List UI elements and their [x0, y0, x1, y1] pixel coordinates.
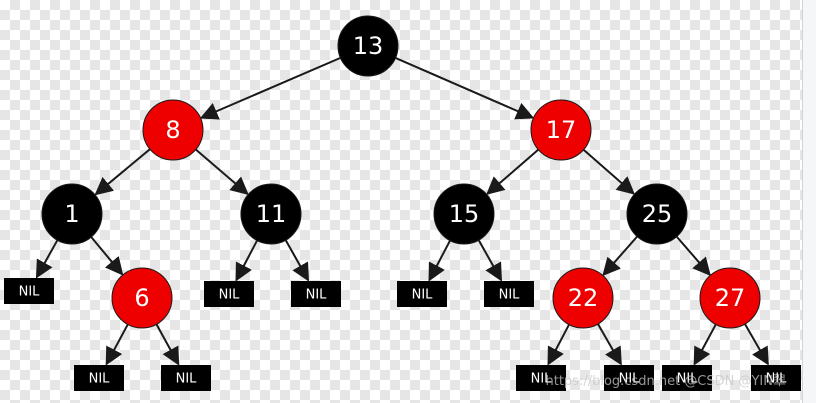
edge-n6-nil3 — [155, 323, 180, 366]
node-label: 25 — [642, 200, 673, 228]
edge-n25-n22 — [602, 235, 638, 277]
edge-n17-n15 — [486, 148, 539, 195]
nil-label: NIL — [531, 372, 553, 387]
node-label: 1 — [64, 200, 79, 228]
edge-n27-nil10 — [693, 323, 717, 366]
nil-box — [484, 281, 534, 307]
nil-box — [751, 365, 801, 391]
node-label: 6 — [134, 284, 149, 312]
edge-n1-nil1 — [35, 239, 59, 279]
node-label: 27 — [715, 284, 746, 312]
tree-node-25: 25 — [626, 183, 688, 245]
edge-n11-nil5 — [284, 239, 310, 282]
edge-n13-n8 — [199, 56, 341, 120]
nil-leaf: NIL — [161, 365, 211, 391]
nil-label: NIL — [219, 288, 241, 303]
node-label: 17 — [546, 116, 577, 144]
nil-box — [204, 281, 254, 307]
nil-leaf: NIL — [662, 365, 712, 391]
black-node-circle — [626, 183, 688, 245]
nil-leaf: NIL — [516, 365, 566, 391]
nil-box — [4, 278, 54, 304]
nil-box — [662, 365, 712, 391]
red-node-circle — [552, 267, 614, 329]
black-node-circle — [433, 183, 495, 245]
nil-label: NIL — [89, 372, 111, 387]
black-node-circle — [41, 183, 103, 245]
nil-label: NIL — [19, 285, 41, 300]
nil-leaf: NIL — [291, 281, 341, 307]
tree-node-11: 11 — [240, 183, 302, 245]
tree-node-15: 15 — [433, 183, 495, 245]
edge-n8-n11 — [195, 148, 249, 195]
watermark: https://blog.csdn.net @CSDN @YIN翠 — [545, 374, 786, 389]
edge-n13-n17 — [395, 57, 535, 120]
tree-node-17: 17 — [530, 99, 592, 161]
edge-n17-n25 — [582, 149, 636, 195]
nil-leaf: NIL — [397, 281, 447, 307]
page-right-border — [802, 0, 816, 403]
nil-label: NIL — [176, 372, 198, 387]
nil-leaf: NIL — [751, 365, 801, 391]
nil-label: NIL — [306, 288, 328, 303]
nil-box — [397, 281, 447, 307]
edge-n8-n1 — [94, 148, 151, 196]
edge-n15-nil6 — [428, 240, 451, 282]
nil-box — [161, 365, 211, 391]
edge-n27-nil11 — [744, 323, 769, 366]
edge-n15-nil7 — [477, 239, 503, 282]
edge-n1-n6 — [90, 236, 124, 276]
nil-label: NIL — [677, 372, 699, 387]
tree-node-13: 13 — [337, 15, 399, 77]
edge-n6-nil2 — [105, 323, 129, 366]
node-label: 11 — [256, 200, 287, 228]
red-node-circle — [142, 99, 204, 161]
tree-node-8: 8 — [142, 99, 204, 161]
nil-box — [291, 281, 341, 307]
red-node-circle — [699, 267, 761, 329]
nil-label: NIL — [499, 288, 521, 303]
node-label: 22 — [568, 284, 599, 312]
tree-node-6: 6 — [111, 267, 173, 329]
nil-leaf: NIL — [604, 365, 654, 391]
nil-label: NIL — [619, 372, 641, 387]
nil-label: NIL — [412, 288, 434, 303]
nil-label: NIL — [766, 372, 788, 387]
node-label: 13 — [353, 32, 384, 60]
node-label: 15 — [449, 200, 480, 228]
nil-leaf: NIL — [204, 281, 254, 307]
nil-box — [604, 365, 654, 391]
edges-layer — [35, 56, 769, 366]
nil-leaf: NIL — [484, 281, 534, 307]
edge-n22-nil9 — [597, 323, 622, 366]
red-node-circle — [111, 267, 173, 329]
black-node-circle — [240, 183, 302, 245]
edge-n25-n27 — [675, 235, 711, 276]
nil-leaf: NIL — [74, 365, 124, 391]
nil-leaf: NIL — [4, 278, 54, 304]
nil-box — [516, 365, 566, 391]
black-node-circle — [337, 15, 399, 77]
node-label: 8 — [165, 116, 180, 144]
nil-box — [74, 365, 124, 391]
edge-n22-nil8 — [547, 324, 570, 366]
tree-node-22: 22 — [552, 267, 614, 329]
tree-node-27: 27 — [699, 267, 761, 329]
edge-n11-nil4 — [235, 240, 258, 282]
red-node-circle — [530, 99, 592, 161]
tree-node-1: 1 — [41, 183, 103, 245]
